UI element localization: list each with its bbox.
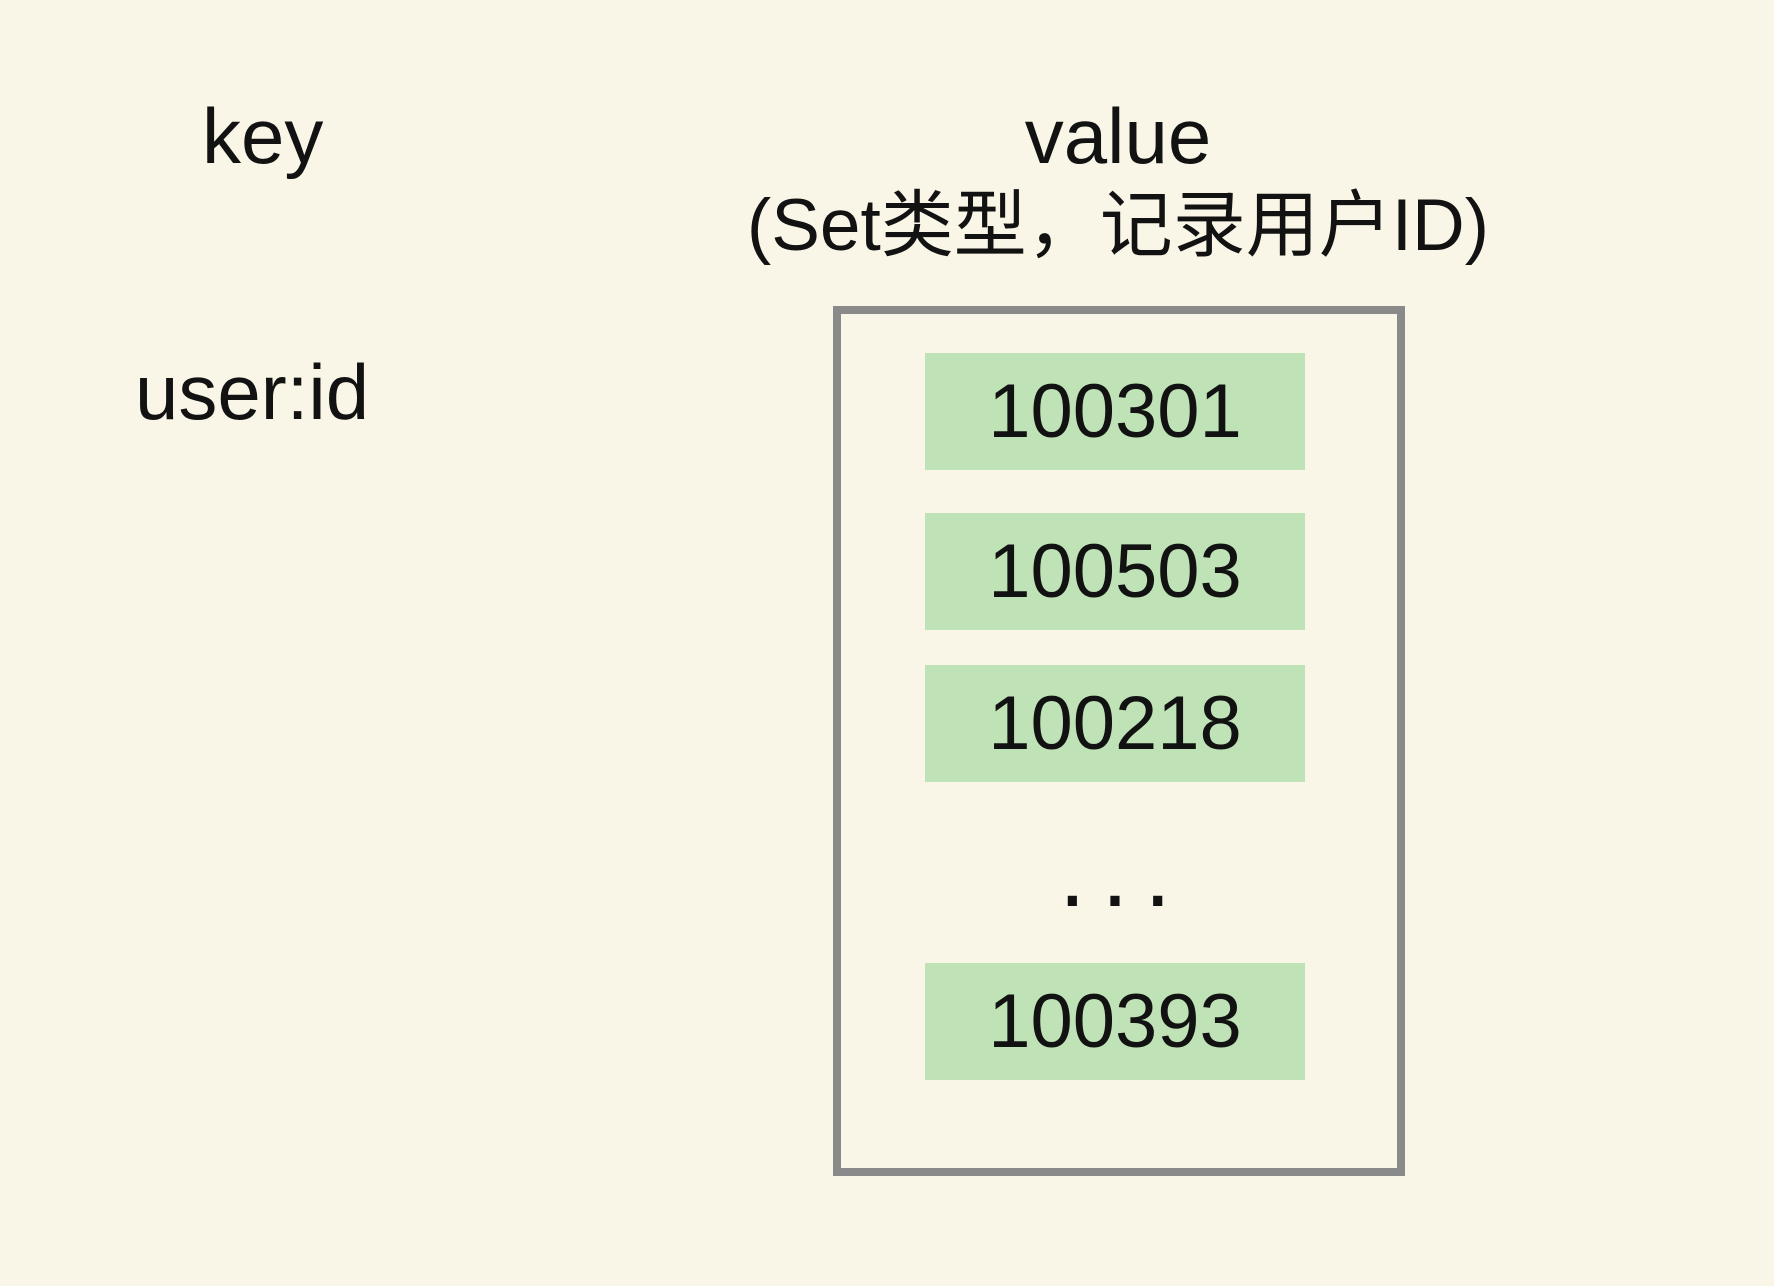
set-container-box: 100301 100503 100218 ... 100393 — [833, 306, 1405, 1176]
key-column-header: key — [202, 92, 324, 180]
key-item-user-id: user:id — [135, 348, 370, 436]
set-member: 100393 — [925, 963, 1305, 1080]
value-column-header: value — [1024, 92, 1212, 180]
value-column-subtitle: (Set类型，记录用户ID) — [746, 184, 1490, 266]
set-member: 100503 — [925, 513, 1305, 630]
set-member: 100218 — [925, 665, 1305, 782]
set-member: 100301 — [925, 353, 1305, 470]
ellipsis-indicator: ... — [1058, 820, 1187, 927]
value-column-header-block: value (Set类型，记录用户ID) — [658, 92, 1578, 268]
